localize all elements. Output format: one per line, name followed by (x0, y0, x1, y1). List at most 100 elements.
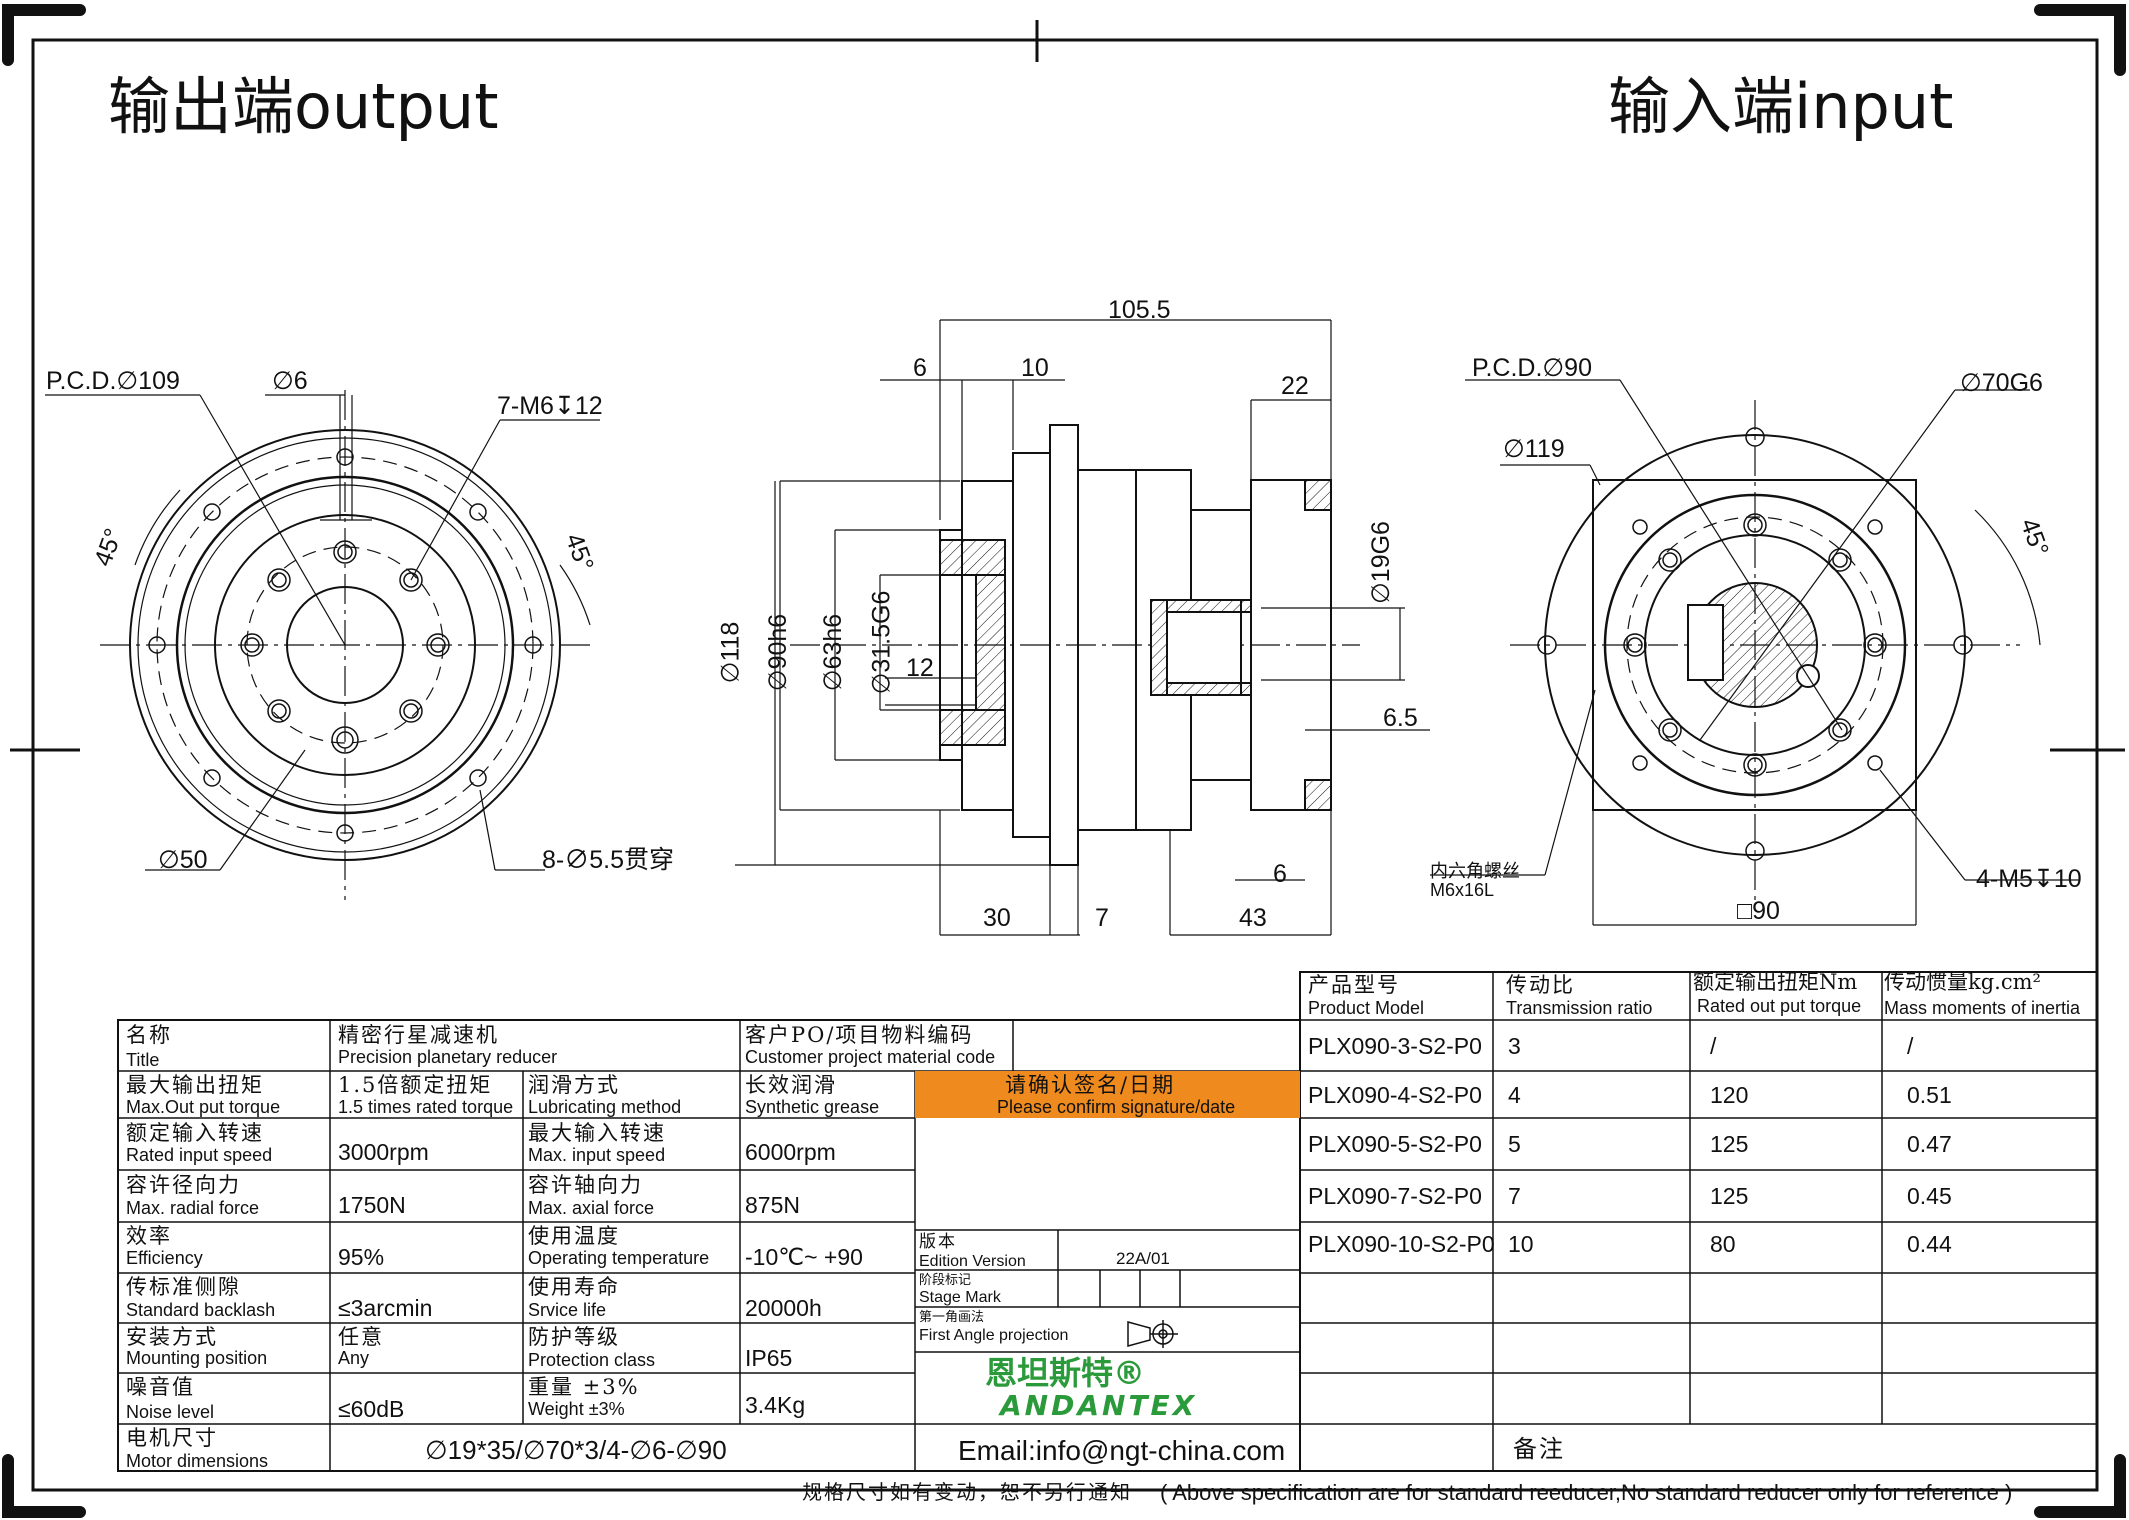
weight-en: Weight ±3% (528, 1399, 625, 1419)
model-row-1-inertia: 0.51 (1907, 1082, 1952, 1108)
model-row-3-torque: 125 (1710, 1183, 1749, 1209)
header-inertia-en: Mass moments of inertia (1884, 998, 2081, 1018)
radial-force-en: Max. radial force (126, 1198, 260, 1218)
length-105-label: 105.5 (1108, 296, 1171, 324)
product-name-en: Precision planetary reducer (338, 1047, 558, 1067)
mounting-cn: 安装方式 (126, 1325, 218, 1349)
max-torque-value-en: 1.5 times rated torque (338, 1097, 514, 1117)
table-grid (117, 971, 2098, 1472)
screw-cn-label: 内六角螺丝 (1430, 861, 1520, 881)
header-model-en: Product Model (1308, 998, 1425, 1018)
customer-code-en: Customer project material code (745, 1047, 996, 1067)
mounting-en: Mounting position (126, 1348, 268, 1368)
dim-30-label: 30 (983, 904, 1011, 932)
model-row-4-inertia: 0.44 (1907, 1231, 1952, 1257)
max-speed-cn: 最大输入转速 (528, 1121, 666, 1145)
through-holes-label: 8-∅5.5贯穿 (542, 846, 674, 874)
service-life-cn: 使用寿命 (528, 1275, 620, 1299)
protection-value: IP65 (745, 1345, 793, 1371)
dia-31-label: ∅31.5G6 (867, 590, 896, 695)
pcd-109-label: P.C.D.∅109 (46, 367, 180, 395)
lubrication-cn: 润滑方式 (528, 1073, 620, 1097)
model-row-4-ratio: 10 (1508, 1231, 1534, 1257)
edition-value: 22A/01 (1116, 1249, 1170, 1268)
dim-10-label: 10 (1021, 354, 1049, 382)
dia-70-label: ∅70G6 (1960, 369, 2043, 397)
service-life-en: Srvice life (528, 1300, 607, 1320)
output-title: 输出端output (108, 70, 499, 143)
max-torque-value-cn: 1.5倍额定扭矩 (338, 1073, 493, 1097)
customer-code-cn: 客户PO/项目物料编码 (745, 1023, 974, 1047)
header-inertia-cn: 传动惯量kg.cm² (1884, 970, 2041, 994)
remark-label: 备注 (1513, 1435, 1565, 1463)
noise-en: Noise level (126, 1402, 215, 1422)
header-model-cn: 产品型号 (1308, 973, 1400, 997)
motor-dim-cn: 电机尺寸 (126, 1426, 218, 1450)
rated-speed-value: 3000rpm (338, 1139, 429, 1165)
projection-cn: 第一角画法 (919, 1310, 985, 1325)
input-view (1430, 379, 2080, 926)
backlash-cn: 传标准侧隙 (126, 1275, 241, 1299)
model-row-3-ratio: 7 (1508, 1183, 1521, 1209)
stage-en: Stage Mark (919, 1289, 1001, 1306)
side-view (735, 319, 1430, 936)
confirm-cn: 请确认签名/日期 (1005, 1073, 1176, 1097)
temperature-cn: 使用温度 (528, 1224, 620, 1248)
motor-dim-en: Motor dimensions (126, 1451, 269, 1471)
footer-en: ( Above specification are for standard r… (1160, 1480, 2013, 1505)
corner-marks (2, 4, 2126, 1518)
backlash-value: ≤3arcmin (338, 1295, 433, 1321)
radial-force-cn: 容许径向力 (126, 1173, 241, 1197)
efficiency-en: Efficiency (126, 1248, 203, 1268)
dia-119-label: ∅119 (1503, 435, 1565, 463)
weight-value: 3.4Kg (745, 1392, 806, 1418)
company-logo-cn: 恩坦斯特® (985, 1354, 1146, 1392)
model-row-1-model: PLX090-4-S2-P0 (1308, 1082, 1482, 1108)
efficiency-value: 95% (338, 1244, 385, 1270)
dim-6-bottom-label: 6 (1273, 860, 1287, 888)
model-row-4-torque: 80 (1710, 1231, 1736, 1257)
max-speed-value: 6000rpm (745, 1139, 836, 1165)
square-90-label: □90 (1737, 897, 1780, 925)
model-row-3-model: PLX090-7-S2-P0 (1308, 1183, 1482, 1209)
motor-dim-value: ∅19*35/∅70*3/4-∅6-∅90 (425, 1435, 727, 1465)
edition-cn: 版本 (919, 1232, 957, 1252)
radial-force-value: 1750N (338, 1192, 406, 1218)
confirm-signature-bar (915, 1071, 1300, 1118)
footer-cn: 规格尺寸如有变动，恕不另行通知 (802, 1480, 1132, 1504)
header-torque-en: Rated out put torque (1697, 996, 1862, 1016)
max-torque-cn: 最大输出扭矩 (126, 1073, 264, 1097)
output-view (45, 390, 600, 900)
noise-cn: 噪音值 (126, 1375, 195, 1399)
lubrication-value-cn: 长效润滑 (745, 1073, 837, 1097)
header-torque-cn: 额定输出扭矩Nm (1693, 970, 1858, 994)
product-name-cn: 精密行星减速机 (338, 1023, 499, 1047)
first-angle-projection-icon (1127, 1320, 1178, 1348)
header-ratio-en: Transmission ratio (1506, 998, 1653, 1018)
model-row-0-torque: / (1710, 1033, 1717, 1059)
screw-en-label: M6x16L (1430, 880, 1495, 900)
rated-speed-cn: 额定输入转速 (126, 1121, 264, 1145)
dim-12-label: 12 (906, 654, 934, 682)
model-row-3-inertia: 0.45 (1907, 1183, 1952, 1209)
model-row-1-torque: 120 (1710, 1082, 1749, 1108)
service-life-value: 20000h (745, 1295, 822, 1321)
center-ticks (10, 20, 2125, 752)
input-title: 输入端input (1608, 70, 1954, 143)
protection-cn: 防护等级 (528, 1325, 620, 1349)
model-row-0-ratio: 3 (1508, 1033, 1521, 1059)
dia-19-label: ∅19G6 (1366, 521, 1395, 604)
dia-63-label: ∅63h6 (819, 613, 848, 692)
edition-en: Edition Version (919, 1253, 1026, 1270)
max-torque-en: Max.Out put torque (126, 1097, 281, 1117)
model-row-2-inertia: 0.47 (1907, 1131, 1952, 1157)
dim-6-5-label: 6.5 (1383, 704, 1418, 732)
tapped-m5-label: 4-M5↧10 (1976, 865, 2082, 893)
dia-90-label: ∅90h6 (764, 613, 793, 692)
noise-value: ≤60dB (338, 1396, 405, 1422)
mounting-value-en: Any (338, 1348, 370, 1368)
dia-118-label: ∅118 (716, 621, 745, 684)
company-logo-en: ANDANTEX (1000, 1389, 1198, 1422)
temperature-value: -10℃~ +90 (745, 1244, 863, 1270)
